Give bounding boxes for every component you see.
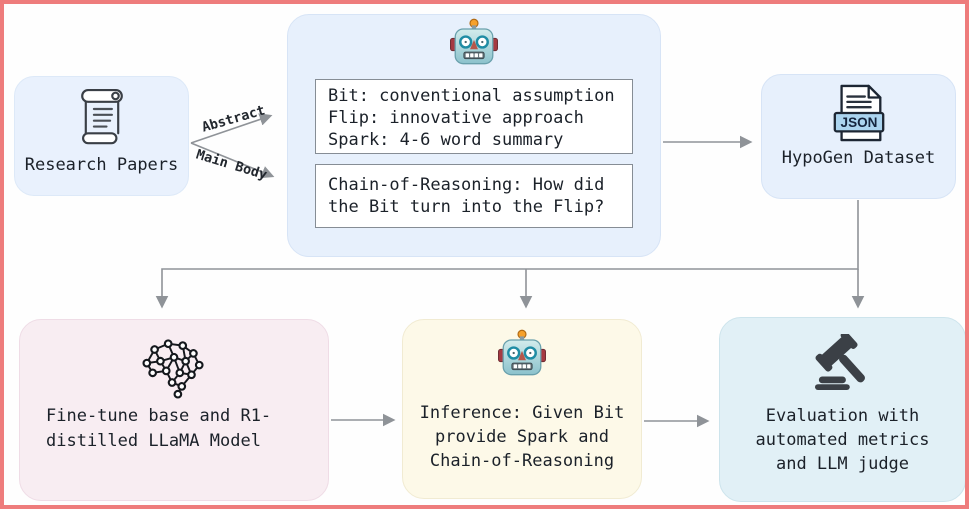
prompt-line-bit: Bit: conventional assumption [328, 86, 615, 106]
scroll-icon [80, 89, 123, 145]
edge-label-main-body: Main Body [194, 146, 269, 184]
json-file-icon: JSON [833, 84, 884, 142]
json-file-label: JSON [840, 115, 877, 130]
node-evaluation: Evaluation with automated metrics and LL… [719, 317, 965, 502]
reasoning-line-2: the Bit turn into the Flip? [328, 197, 605, 217]
edge-label-abstract: Abstract [200, 102, 267, 136]
node-hypogen-dataset: JSON HypoGen Dataset [761, 74, 956, 199]
node-label-hypogen-dataset: HypoGen Dataset [781, 148, 936, 168]
node-text-evaluation: Evaluation with automated metrics and LL… [756, 404, 930, 476]
evaluation-line-1: Evaluation with [765, 406, 920, 426]
prompt-line-spark: Spark: 4-6 word summary [328, 130, 564, 150]
gavel-icon [814, 334, 865, 390]
inference-line-1: Inference: Given Bit [419, 403, 625, 423]
reasoning-box: Chain-of-Reasoning: How did the Bit turn… [315, 164, 633, 228]
node-llm-annotation: Bit: conventional assumption Flip: innov… [287, 14, 661, 257]
robot-icon [498, 329, 546, 376]
node-inference: Inference: Given Bit provide Spark and C… [402, 319, 642, 499]
prompt-line-flip: Flip: innovative approach [328, 108, 584, 128]
inference-line-2: provide Spark and [434, 427, 609, 447]
neural-network-icon [142, 339, 204, 399]
prompt-box: Bit: conventional assumption Flip: innov… [315, 79, 633, 154]
reasoning-line-1: Chain-of-Reasoning: How did [328, 175, 605, 195]
evaluation-line-2: automated metrics [755, 430, 930, 450]
finetune-line-1: Fine-tune base and R1- [46, 406, 272, 426]
inference-line-3: Chain-of-Reasoning [429, 451, 615, 471]
evaluation-line-3: and LLM judge [775, 454, 910, 474]
finetune-line-2: distilled LLaMA Model [46, 431, 261, 451]
node-research-papers: Research Papers [14, 76, 189, 196]
node-text-inference: Inference: Given Bit provide Spark and C… [420, 401, 625, 473]
node-finetune-model: Fine-tune base and R1- distilled LLaMA M… [19, 319, 329, 501]
node-text-finetune: Fine-tune base and R1- distilled LLaMA M… [20, 404, 271, 454]
node-label-research-papers: Research Papers [24, 155, 179, 175]
robot-icon [450, 18, 498, 65]
